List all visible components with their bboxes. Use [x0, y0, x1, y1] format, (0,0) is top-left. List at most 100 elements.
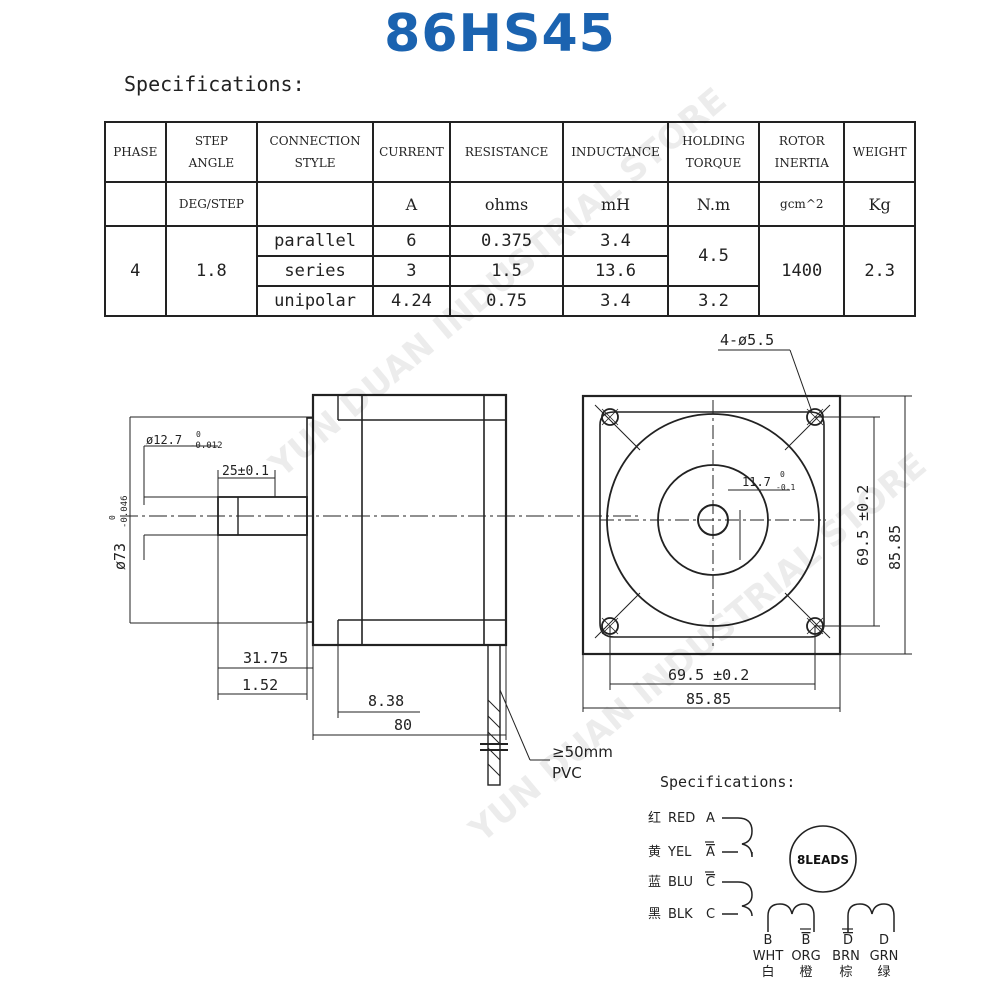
- pilot-dia-label: ø73: [111, 543, 129, 570]
- flange-outline: [581, 394, 842, 656]
- wire-color: YEL: [667, 845, 692, 860]
- unit-step-angle: DEG/STEP: [164, 181, 259, 227]
- holes-label: 4-ø5.5: [720, 331, 774, 349]
- resistance-cell: 0.75: [448, 285, 565, 317]
- lead-length-label: ≥50mm: [552, 743, 613, 761]
- current-cell: 6: [371, 225, 451, 257]
- leads-badge: [789, 825, 857, 893]
- pilot-tol-top: 0: [108, 515, 117, 520]
- flat-dim-label: 11.7: [742, 475, 771, 489]
- wiring-heading: Specifications:: [660, 773, 795, 791]
- wire-cn: 白: [761, 964, 774, 980]
- coil-d-symbol: [847, 903, 895, 932]
- wire-terminal: D: [879, 933, 889, 948]
- wire-color: GRN: [870, 949, 899, 964]
- unit-current: A: [371, 181, 451, 227]
- wire-color: BLU: [668, 875, 693, 890]
- wire-terminal: C: [706, 875, 715, 890]
- connection-style-cell: parallel: [256, 225, 374, 257]
- header-resistance: RESISTANCE: [448, 121, 565, 183]
- inductance-cell: 3.4: [562, 225, 669, 257]
- wire-color: RED: [668, 811, 695, 826]
- flange-height-label: 85.85: [886, 525, 904, 570]
- header-weight: WEIGHT: [843, 121, 916, 183]
- page-title: 86HS45: [384, 4, 616, 64]
- pilot-height-label: 1.52: [242, 676, 278, 694]
- mount-hole: [601, 408, 619, 426]
- current-cell: 4.24: [371, 285, 451, 317]
- unit-rotor-inertia: gcm^2: [758, 181, 846, 227]
- pilot-tol-bottom: -0.046: [120, 495, 130, 528]
- wire-cn: 棕: [839, 965, 852, 980]
- rotor-inertia-value: 1400: [758, 225, 846, 317]
- header-inductance: INDUCTANCE: [562, 121, 669, 183]
- wire-color: ORG: [791, 949, 820, 964]
- body-length-label: 80: [394, 716, 412, 734]
- wire-color: BRN: [832, 949, 860, 964]
- wire-terminal: A: [706, 811, 715, 826]
- current-cell: 3: [371, 255, 451, 287]
- wire-cn: 黄: [648, 845, 661, 860]
- coil-b-symbol: [767, 903, 815, 932]
- specifications-heading: Specifications:: [124, 72, 305, 96]
- hole-spacing-horizontal-label: 69.5 ±0.2: [668, 666, 749, 684]
- lead-wire: [487, 644, 501, 786]
- wire-cn: 橙: [799, 965, 812, 980]
- units-row: DEG/STEP A ohms mH N.m gcm^2 Kg: [104, 181, 916, 227]
- wire-terminal: B: [764, 933, 773, 948]
- wire-terminal: A: [706, 845, 715, 860]
- front-view: [581, 349, 912, 712]
- coil-a-symbol: [722, 817, 753, 858]
- flat-tol-bottom: -0.1: [776, 483, 795, 492]
- unit-holding-torque: N.m: [666, 181, 761, 227]
- table-row: unipolar 4.24 0.75 3.4 3.2: [105, 285, 915, 317]
- hole-spacing-vertical-label: 69.5 ±0.2: [854, 485, 872, 566]
- resistance-cell: 0.375: [448, 225, 565, 257]
- shaft-tol-top: 0: [196, 430, 201, 439]
- wiring-diagram: Specifications: 红 RED A 黄 YEL A 蓝 BLU C …: [648, 773, 898, 980]
- flat-tol-top: 0: [780, 470, 785, 479]
- coil-c-symbol: [722, 881, 753, 917]
- wire-terminal: D: [843, 933, 853, 948]
- flange-width-label: 85.85: [686, 690, 731, 708]
- holding-torque-unipolar: 3.2: [666, 285, 761, 317]
- shaft-dia-label: ø12.7: [146, 433, 182, 447]
- wire-cn: 红: [648, 810, 661, 826]
- weight-value: 2.3: [843, 225, 916, 317]
- shaft-length-label: 31.75: [243, 649, 288, 667]
- leads-badge-label: 8LEADS: [797, 853, 849, 867]
- header-current: CURRENT: [371, 121, 451, 183]
- step-angle-value: 1.8: [164, 225, 259, 317]
- wire-color: BLK: [668, 907, 693, 922]
- wire-cn: 绿: [877, 965, 890, 980]
- flange-thickness-label: 8.38: [368, 692, 404, 710]
- header-phase: PHASE: [104, 121, 167, 183]
- flat-length-label: 25±0.1: [222, 464, 269, 479]
- table-row: 4 1.8 parallel 6 0.375 3.4 4.5 1400 2.3: [104, 225, 916, 317]
- connection-style-cell: series: [256, 255, 374, 287]
- wire-color: WHT: [753, 949, 784, 964]
- shaft-tol-bottom: -0.012: [190, 441, 223, 451]
- wire-cn: 蓝: [648, 875, 661, 890]
- unit-phase: [104, 181, 167, 227]
- side-view: [120, 393, 640, 786]
- unit-resistance: ohms: [448, 181, 565, 227]
- inductance-cell: 3.4: [562, 285, 669, 317]
- wire-terminal: C: [706, 907, 715, 922]
- unit-inductance: mH: [562, 181, 669, 227]
- wire-terminal: B: [802, 933, 811, 948]
- table-row: series 3 1.5 13.6: [105, 255, 915, 287]
- holding-torque-bipolar: 4.5: [666, 225, 761, 287]
- lead-type-label: PVC: [552, 764, 582, 782]
- inductance-cell: 13.6: [562, 255, 669, 287]
- wire-cn: 黑: [648, 907, 661, 922]
- phase-value: 4: [104, 225, 167, 317]
- unit-connection-style: [256, 181, 374, 227]
